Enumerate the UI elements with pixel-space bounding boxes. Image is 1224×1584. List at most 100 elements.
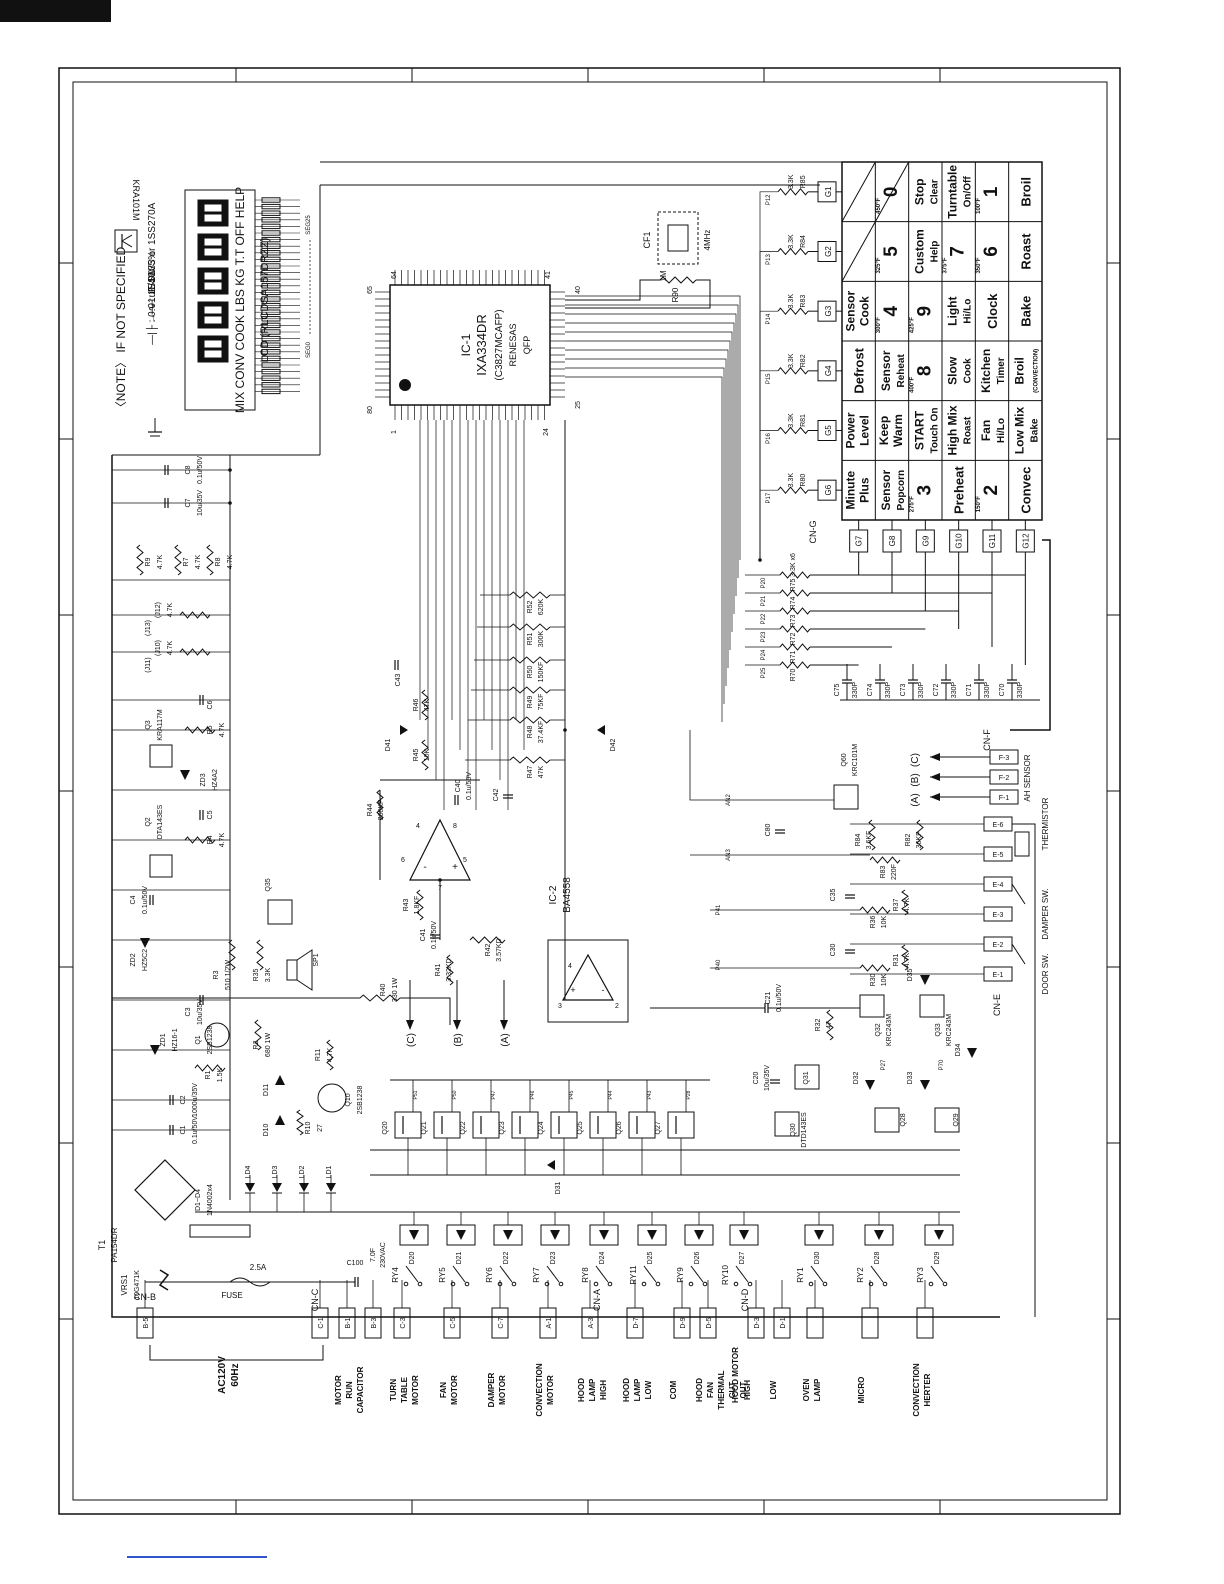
part-ref: C8 — [185, 465, 192, 474]
connector-pin-label: F-3 — [999, 755, 1010, 762]
diode — [865, 1080, 875, 1090]
lcd-pin-label — [261, 296, 281, 302]
cf1-ref: CF1 — [642, 231, 652, 248]
part-ref: R46 — [413, 698, 420, 711]
row-res-ref: R84 — [800, 235, 807, 248]
driver-port: P50 — [452, 1090, 458, 1099]
bottom-label: LAMP — [588, 1378, 597, 1401]
key-main: Broil — [1018, 177, 1033, 207]
cne-label: CN-E — [992, 994, 1002, 1016]
resistor — [509, 623, 551, 631]
key-main: Power — [844, 412, 858, 448]
key-sub: On/Off — [963, 176, 974, 208]
bottom-label: CUT — [728, 1382, 737, 1399]
part-ref: Q60 — [841, 753, 848, 766]
key-main: Roast — [1018, 233, 1033, 270]
part-ref: Q33 — [935, 1023, 942, 1036]
bottom-label: LAMP — [633, 1378, 642, 1401]
part-ref: R32 — [815, 1018, 822, 1031]
relay-diode — [694, 1230, 704, 1240]
cf1-crystal — [667, 224, 689, 252]
part-ref: R47 — [527, 765, 534, 778]
ic2-pin: 3 — [558, 1003, 562, 1010]
relay-diode — [550, 1230, 560, 1240]
part-ref: C1 — [180, 1125, 187, 1134]
driver-transistor — [589, 1111, 617, 1139]
resistor — [184, 836, 216, 844]
row-res-val: 3.3K — [788, 174, 795, 189]
bottom-label: MOTOR — [546, 1375, 555, 1405]
zener — [150, 1045, 160, 1055]
cf1-freq: 4MHz — [703, 230, 712, 251]
ic1-maker: RENESAS — [508, 323, 518, 366]
resistor — [509, 591, 551, 599]
resistor — [869, 856, 901, 864]
part-val: 680 1W — [265, 1033, 272, 1058]
arrow-head — [930, 773, 940, 781]
part-val: 1000u/35V — [192, 1083, 199, 1117]
key-main: Turntable — [946, 165, 960, 219]
cf1-box — [657, 211, 699, 265]
resistor — [868, 819, 876, 851]
bottom-label: OVEN — [802, 1378, 811, 1401]
wire — [565, 279, 660, 301]
grid-pin-label: G1 — [824, 186, 833, 197]
resistor — [509, 756, 551, 764]
relay-contact-dot — [702, 1281, 708, 1287]
wire — [1010, 539, 1051, 731]
part-ref: D31 — [555, 1181, 562, 1194]
relay-contact-dot — [544, 1281, 550, 1287]
ic1-body — [389, 284, 551, 406]
driver-transistor — [394, 1111, 422, 1139]
ic2-pin: 2 — [615, 1003, 619, 1010]
relay-diode — [874, 1230, 884, 1240]
relay-ref: RY10 — [721, 1265, 730, 1285]
part-val: 4.7K — [167, 602, 174, 617]
driver-port: P28 — [686, 1090, 692, 1099]
bottom-pin-label: B-5 — [143, 1317, 150, 1328]
ic2-plus: + — [570, 985, 575, 995]
grid-pin-label: G11 — [988, 533, 997, 548]
relay-contact-dot — [868, 1281, 874, 1287]
bottom-connector-pin — [916, 1307, 934, 1339]
relay-diode-ref: D22 — [503, 1251, 510, 1264]
lcd-seg-end: SEG0 — [306, 341, 312, 358]
row-res-port: P13 — [766, 254, 772, 265]
relay-contact-dot — [511, 1281, 517, 1287]
part-val: HZ4A2 — [212, 769, 219, 791]
bottom-label: OUT — [739, 1381, 748, 1398]
bottom-label: MOTOR — [450, 1375, 459, 1405]
arrow-head — [930, 793, 940, 801]
arrow-head — [453, 1020, 461, 1030]
part-ref: ZD2 — [130, 953, 137, 966]
bus-wire — [565, 313, 737, 596]
row-res-ref: R85 — [800, 175, 807, 188]
junction — [758, 558, 762, 562]
resistor — [779, 571, 811, 579]
connector-pin-label: F-1 — [999, 795, 1010, 802]
part-ref: D32 — [853, 1071, 860, 1084]
bridge-rectifier — [134, 1159, 196, 1221]
transistor — [859, 994, 885, 1018]
part-ref: R1 — [205, 1070, 212, 1079]
part-ref: R2 — [253, 1040, 260, 1049]
lcd-pin-label — [261, 243, 281, 249]
part-ref: (J10) — [155, 640, 162, 656]
bus-wire — [565, 367, 725, 704]
key-main: Warm — [891, 414, 905, 447]
resistor — [421, 739, 429, 771]
key-temp: 375°F — [943, 257, 949, 273]
key-main: Custom — [912, 229, 926, 274]
damper-label: DAMPER SW. — [1041, 888, 1050, 939]
resistor — [421, 689, 429, 721]
bottom-label: HOOD — [695, 1378, 704, 1402]
driver-port: P47 — [491, 1090, 497, 1099]
part-val: 75KF — [538, 694, 545, 711]
part-ref: C7 — [185, 498, 192, 507]
col-cap-val: 330P — [951, 682, 958, 699]
part-ref: R51 — [527, 632, 534, 645]
